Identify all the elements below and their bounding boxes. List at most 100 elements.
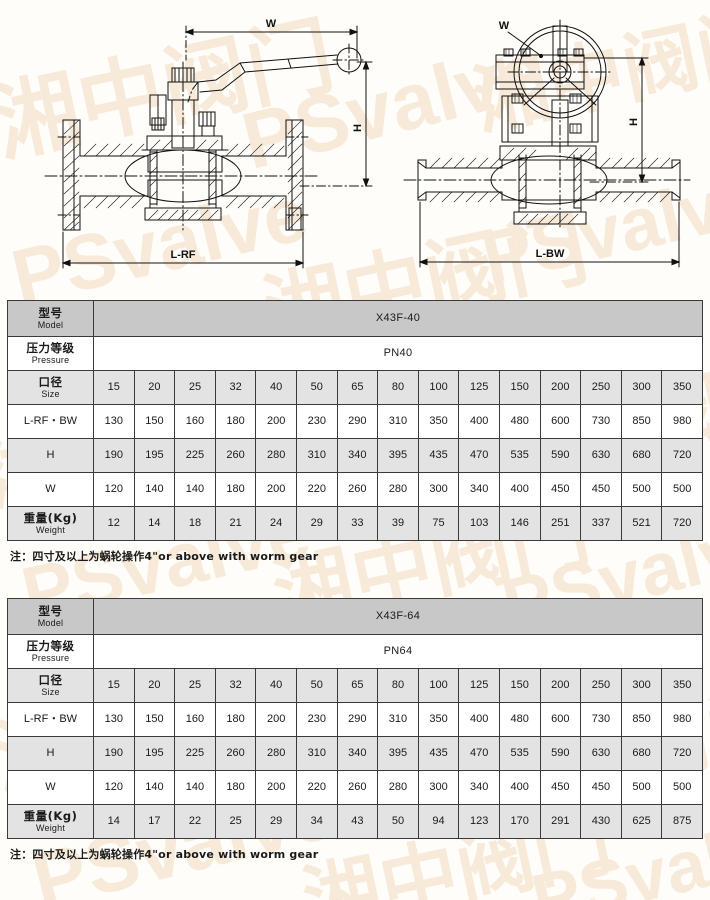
cell: 225 [174,736,216,771]
cell: 130 [93,404,135,439]
cell: 480 [498,702,541,737]
spec-table-block-1: 型号 Model X43F-40 压力等级 Pressure PN40 口径 S… [0,300,710,564]
table-row-size: 口径 Size 15 20 25 32 40 50 65 80 100 125 … [7,370,703,405]
cell: 535 [498,736,541,771]
dimension-label-w: W [499,20,510,32]
cell: 300 [620,668,663,703]
row-label-pressure-cn: 压力等级 [26,340,75,355]
cell: 730 [580,702,622,737]
cell: 39 [377,506,419,541]
cell: 25 [174,370,216,405]
cell: 140 [133,472,176,507]
cell: 180 [214,404,257,439]
cell: 310 [377,702,419,737]
cell: 470 [458,736,500,771]
row-label-model: 型号 Model [7,598,94,635]
cell: 260 [214,438,257,473]
cell: 251 [539,506,582,541]
cell: 146 [498,506,541,541]
cell: 340 [336,438,379,473]
cell: 850 [620,404,663,439]
cell: 34 [295,804,338,839]
row-label-pressure: 压力等级 Pressure [7,634,94,669]
cell: 75 [417,506,460,541]
cell: 500 [620,472,663,507]
cell: 720 [661,736,703,771]
table-row-size: 口径 Size 15 20 25 32 40 50 65 80 100 125 … [7,668,703,703]
cell: 340 [458,472,500,507]
cell: 150 [133,404,176,439]
cell: 220 [295,472,338,507]
cell: 125 [458,668,500,703]
cell: 123 [458,804,500,839]
cell: 200 [255,770,297,805]
cell: 150 [498,370,541,405]
cell: 300 [417,472,460,507]
cell: 680 [620,736,663,771]
table-note-2: 注：四寸及以上为蜗轮操作4"or above with worm gear [10,848,319,861]
cell: 470 [458,438,500,473]
row-label-pressure-en: Pressure [31,354,70,365]
cell: 980 [661,702,703,737]
cell: 300 [417,770,460,805]
model-value: X43F-40 [93,300,703,337]
cell: 125 [458,370,500,405]
cell: 195 [133,438,176,473]
cell: 50 [295,370,338,405]
row-label-model-en: Model [37,617,64,628]
cell: 21 [214,506,257,541]
lever-valve-svg: W H [44,18,373,269]
cell: 291 [539,804,582,839]
dimension-label-w: W [266,18,277,30]
cell: 65 [336,668,379,703]
cell: 590 [539,438,582,473]
model-value: X43F-64 [93,598,703,635]
row-label-length: L-RF・BW [7,702,94,737]
cell: 29 [295,506,338,541]
cell: 200 [255,702,297,737]
row-label-size-cn: 口径 [38,672,63,687]
cell: 43 [336,804,379,839]
row-label-length-en: L-RF・BW [23,713,78,726]
cell: 130 [93,702,135,737]
cell: 310 [295,736,338,771]
cell: 850 [620,702,663,737]
cell: 190 [93,438,135,473]
cell: 600 [539,702,582,737]
cell: 260 [336,472,379,507]
cell: 337 [580,506,622,541]
table-note-1: 注：四寸及以上为蜗轮操作4"or above with worm gear [10,550,319,563]
spec-table-pn40: 型号 Model X43F-40 压力等级 Pressure PN40 口径 S… [7,300,703,541]
cell: 300 [620,370,663,405]
row-label-weight-en: Weight [35,822,66,833]
row-label-size: 口径 Size [7,668,94,703]
drawing-wormgear-buttweld-valve: W [390,0,710,300]
cell: 980 [661,404,703,439]
pressure-value: PN40 [93,336,703,371]
dimension-label-length: L-RF [170,249,195,261]
row-label-w: W [7,770,94,805]
cell: 25 [214,804,257,839]
cell: 180 [214,702,257,737]
table-row-model: 型号 Model X43F-64 [7,598,703,635]
table-row-length: L-RF・BW 130 150 160 180 200 230 290 310 … [7,702,703,737]
cell: 200 [255,472,297,507]
cell: 15 [93,370,135,405]
cell: 500 [661,770,703,805]
cell: 280 [377,472,419,507]
spec-table-block-2: 型号 Model X43F-64 压力等级 Pressure PN64 口径 S… [0,598,710,862]
cell: 220 [295,770,338,805]
cell: 720 [661,506,703,541]
cell: 150 [133,702,176,737]
table-spacer [0,564,710,598]
cell: 310 [377,404,419,439]
cell: 40 [255,370,297,405]
cell: 32 [214,370,257,405]
cell: 250 [580,668,622,703]
table-row-length: L-RF・BW 130 150 160 180 200 230 290 310 … [7,404,703,439]
dimension-label-length: L-BW [536,248,565,260]
table-row-model: 型号 Model X43F-40 [7,300,703,337]
cell: 350 [417,702,460,737]
row-label-weight: 重量(Kg) Weight [7,506,94,541]
row-label-length-en: L-RF・BW [23,415,78,428]
